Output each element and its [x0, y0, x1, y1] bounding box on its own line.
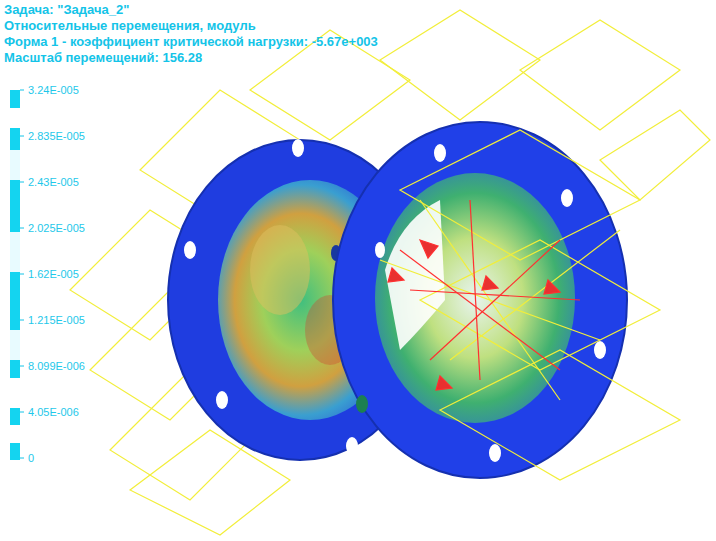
result-header: Форма 1 - коэффициент критической нагруз… [4, 34, 378, 50]
scale-value: 2.835E-005 [28, 130, 85, 142]
scale-value: 1.62E-005 [28, 268, 79, 280]
scale-value: 4.05E-006 [28, 406, 79, 418]
scale-value: 1.215E-005 [28, 314, 85, 326]
color-scale [10, 90, 24, 460]
scale-value: 3.24E-005 [28, 84, 79, 96]
result-header: Относительные перемещения, модуль [4, 18, 256, 34]
scale-value: 2.025E-005 [28, 222, 85, 234]
right-flange [333, 122, 627, 478]
task-title: Задача: "Задача_2" [4, 2, 129, 18]
scale-value: 2.43E-005 [28, 176, 79, 188]
load-wireframe-front [380, 130, 680, 480]
load-arrows [388, 200, 580, 390]
result-header: Масштаб перемещений: 156.28 [4, 50, 202, 66]
scale-value: 8.099E-006 [28, 360, 85, 372]
scale-value: 0 [28, 452, 34, 464]
load-wireframe [70, 10, 710, 535]
